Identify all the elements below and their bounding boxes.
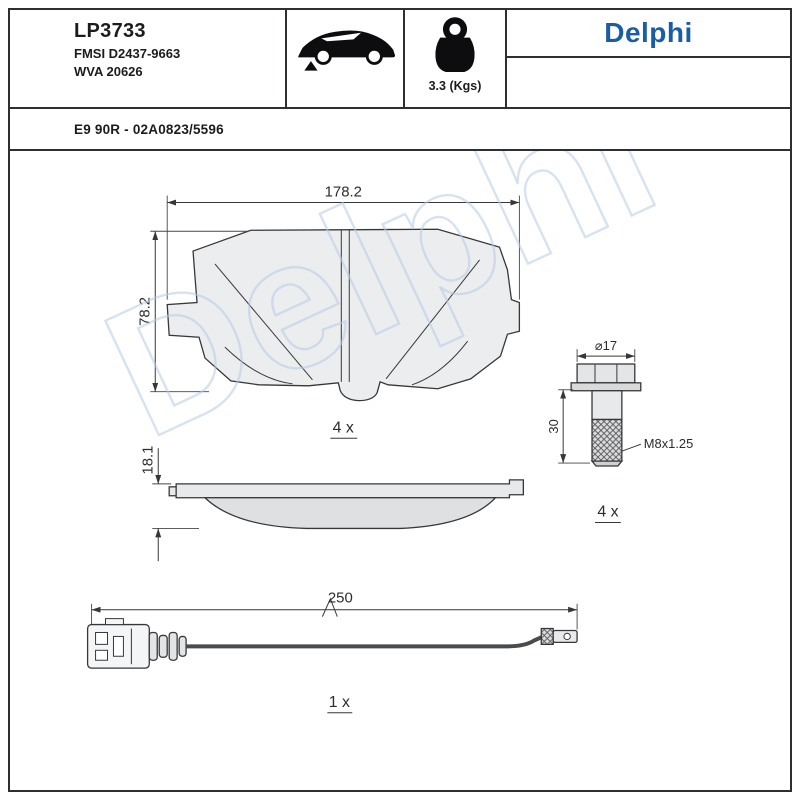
pad-height-dimension: 78.2 <box>137 230 247 393</box>
jack-triangle-icon <box>304 61 318 71</box>
brand-box: Delphi <box>507 10 790 58</box>
car-icon <box>298 30 396 71</box>
drawing-sheet: LP3733 FMSI D2437-9663 WVA 20626 3.3 (Kg… <box>8 8 792 792</box>
bolt-diameter-dimension: ⌀17 <box>576 338 636 363</box>
bolt-quantity: 4 x <box>595 504 621 524</box>
wire-length-dimension: 250 <box>91 591 578 630</box>
drawing-area: 178.2 78.2 4 x <box>10 151 790 790</box>
pad-thickness-dimension: 18.1 <box>140 446 200 562</box>
bolt-thread-spec: M8x1.25 <box>621 436 694 452</box>
pad-width-value: 178.2 <box>325 185 362 201</box>
brand-logo: Delphi <box>604 17 693 48</box>
wire-terminal <box>540 627 578 646</box>
pad-width-dimension: 178.2 <box>166 185 520 300</box>
wire-connector <box>86 618 150 669</box>
bolt-length-value: 30 <box>546 419 561 433</box>
weight-cell: 3.3 (Kgs) <box>405 10 507 107</box>
bolt-length-dimension: 30 <box>546 389 591 464</box>
pad-height-value: 78.2 <box>137 297 153 326</box>
pad-quantity: 4 x <box>330 419 358 439</box>
bolt-view: ⌀17 30 M8x1.25 4 x <box>546 338 694 524</box>
kettlebell-icon <box>435 17 475 72</box>
wire-quantity: 1 x <box>327 694 353 714</box>
pad-side-view: 18.1 <box>140 446 525 562</box>
pad-detail-lines <box>214 230 480 386</box>
bolt-quantity-value: 4 x <box>597 504 618 521</box>
wire-grommet <box>148 631 187 661</box>
pad-front-view: 178.2 78.2 4 x <box>137 185 521 439</box>
weight-value: 3.3 (Kgs) <box>428 79 482 93</box>
vehicle-cell <box>287 10 405 107</box>
wire-length-value: 250 <box>328 591 353 607</box>
wva-code: WVA 20626 <box>74 64 143 79</box>
pad-thickness-value: 18.1 <box>140 446 156 475</box>
part-number: LP3733 <box>74 20 146 42</box>
header-row: LP3733 FMSI D2437-9663 WVA 20626 3.3 (Kg… <box>10 10 790 109</box>
wire-quantity-value: 1 x <box>329 694 350 711</box>
technical-drawing-svg: 178.2 78.2 4 x <box>76 151 694 714</box>
approval-row: E9 90R - 02A0823/5596 <box>10 109 790 151</box>
dimension-break-symbol <box>321 597 338 617</box>
pad-quantity-value: 4 x <box>333 419 354 436</box>
brand-cell: Delphi <box>507 10 790 107</box>
approval-number: E9 90R - 02A0823/5596 <box>74 121 224 137</box>
bolt-thread-value: M8x1.25 <box>644 436 694 451</box>
wire-cable <box>186 634 545 649</box>
part-info-cell: LP3733 FMSI D2437-9663 WVA 20626 <box>10 10 287 107</box>
fmsi-code: FMSI D2437-9663 <box>74 46 181 61</box>
wear-indicator-view: 250 <box>86 591 578 714</box>
bolt-diameter-value: ⌀17 <box>595 338 617 353</box>
